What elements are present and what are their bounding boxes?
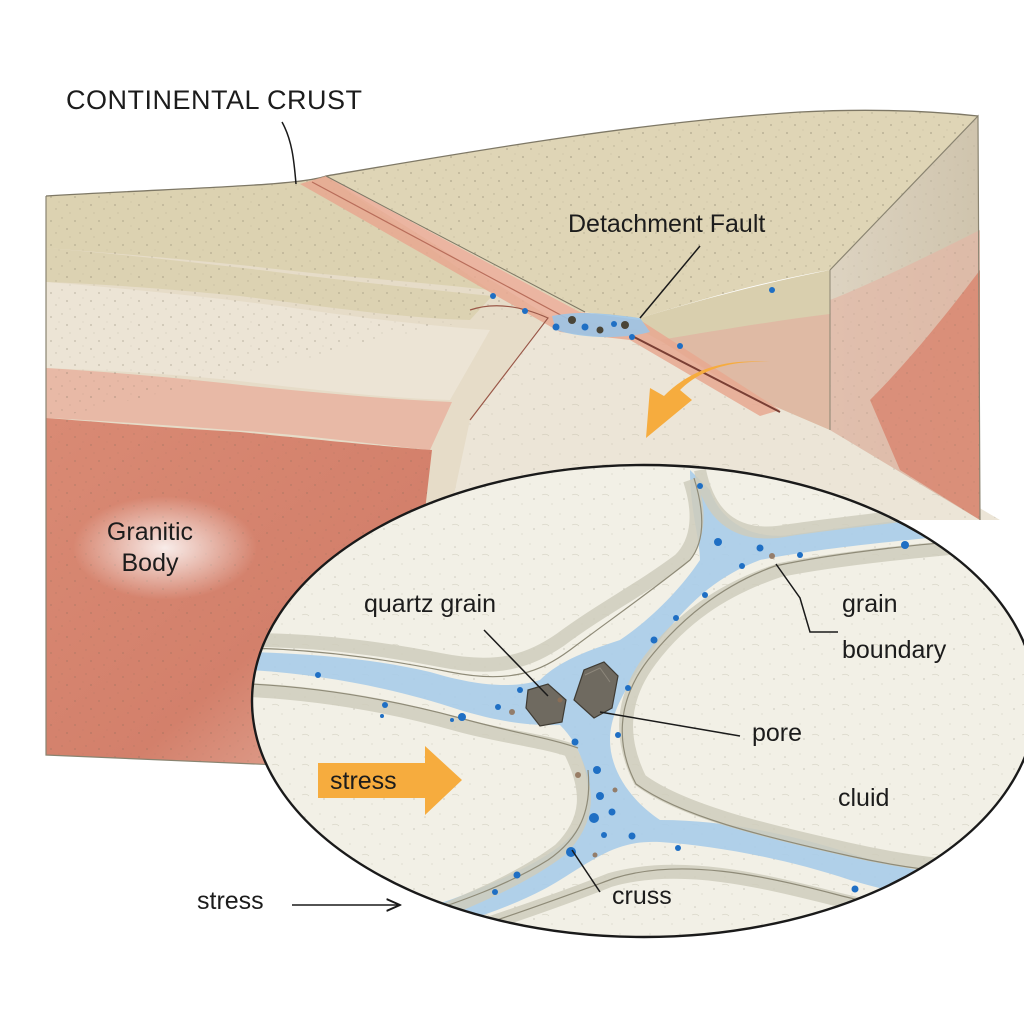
pore-rock-left (525, 683, 567, 727)
magnified-view-border (250, 463, 1024, 939)
fault-leader (639, 245, 701, 319)
stress-arrow-label: stress (330, 767, 397, 795)
title-leader (281, 121, 297, 185)
pore-label: pore (752, 719, 803, 747)
fault-fluid-pocket (552, 312, 650, 338)
cruss-leader (571, 849, 601, 893)
fluid-label: cluid (838, 784, 890, 812)
pore-rock-right (573, 661, 619, 719)
diagram-title: CONTINENTAL CRUST (66, 85, 363, 115)
quartz-leader (483, 629, 549, 697)
leader-lines (281, 121, 838, 905)
granitic-body-label: Granitic Body (106, 518, 194, 577)
stress-label: stress (197, 887, 264, 915)
curved-arrow-icon (646, 361, 770, 438)
grain-label: grain (842, 590, 898, 618)
cruss-label: cruss (612, 882, 672, 910)
boundary-leader (775, 563, 838, 633)
quartz-grain-label: quartz grain (364, 590, 497, 618)
block-arrow-icon (318, 746, 462, 815)
detachment-fault-zone (300, 176, 780, 416)
crust-block (45, 109, 1000, 771)
pore-leader (599, 711, 741, 737)
boundary-label: boundary (842, 636, 947, 664)
detachment-fault-label: Detachment Fault (568, 210, 766, 238)
